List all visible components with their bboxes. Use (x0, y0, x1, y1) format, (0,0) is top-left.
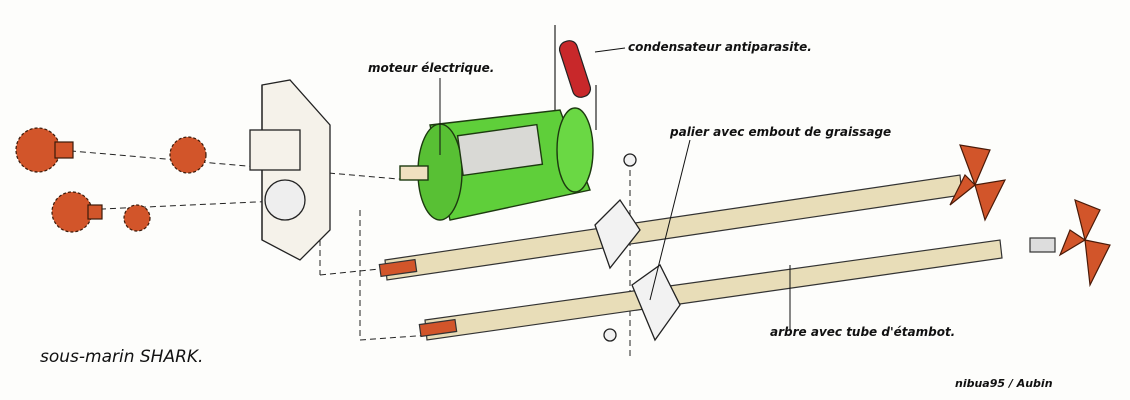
motor-label: moteur électrique. (368, 61, 495, 75)
electric-motor (399, 107, 594, 221)
bearing-label: palier avec embout de graissage (670, 125, 892, 139)
gear-set (15, 127, 207, 233)
shafts (378, 174, 1056, 341)
capacitor (554, 25, 597, 130)
leader-lines (439, 47, 791, 330)
signature: nibua95 / Aubin (955, 377, 1053, 390)
capacitor-label: condensateur antiparasite. (628, 40, 812, 54)
diagram-title: sous-marin SHARK. (40, 347, 204, 367)
propellers (949, 144, 1111, 288)
shaft-label: arbre avec tube d'étambot. (770, 325, 956, 339)
bearing-blocks (594, 153, 681, 342)
motor-bracket (249, 79, 331, 261)
